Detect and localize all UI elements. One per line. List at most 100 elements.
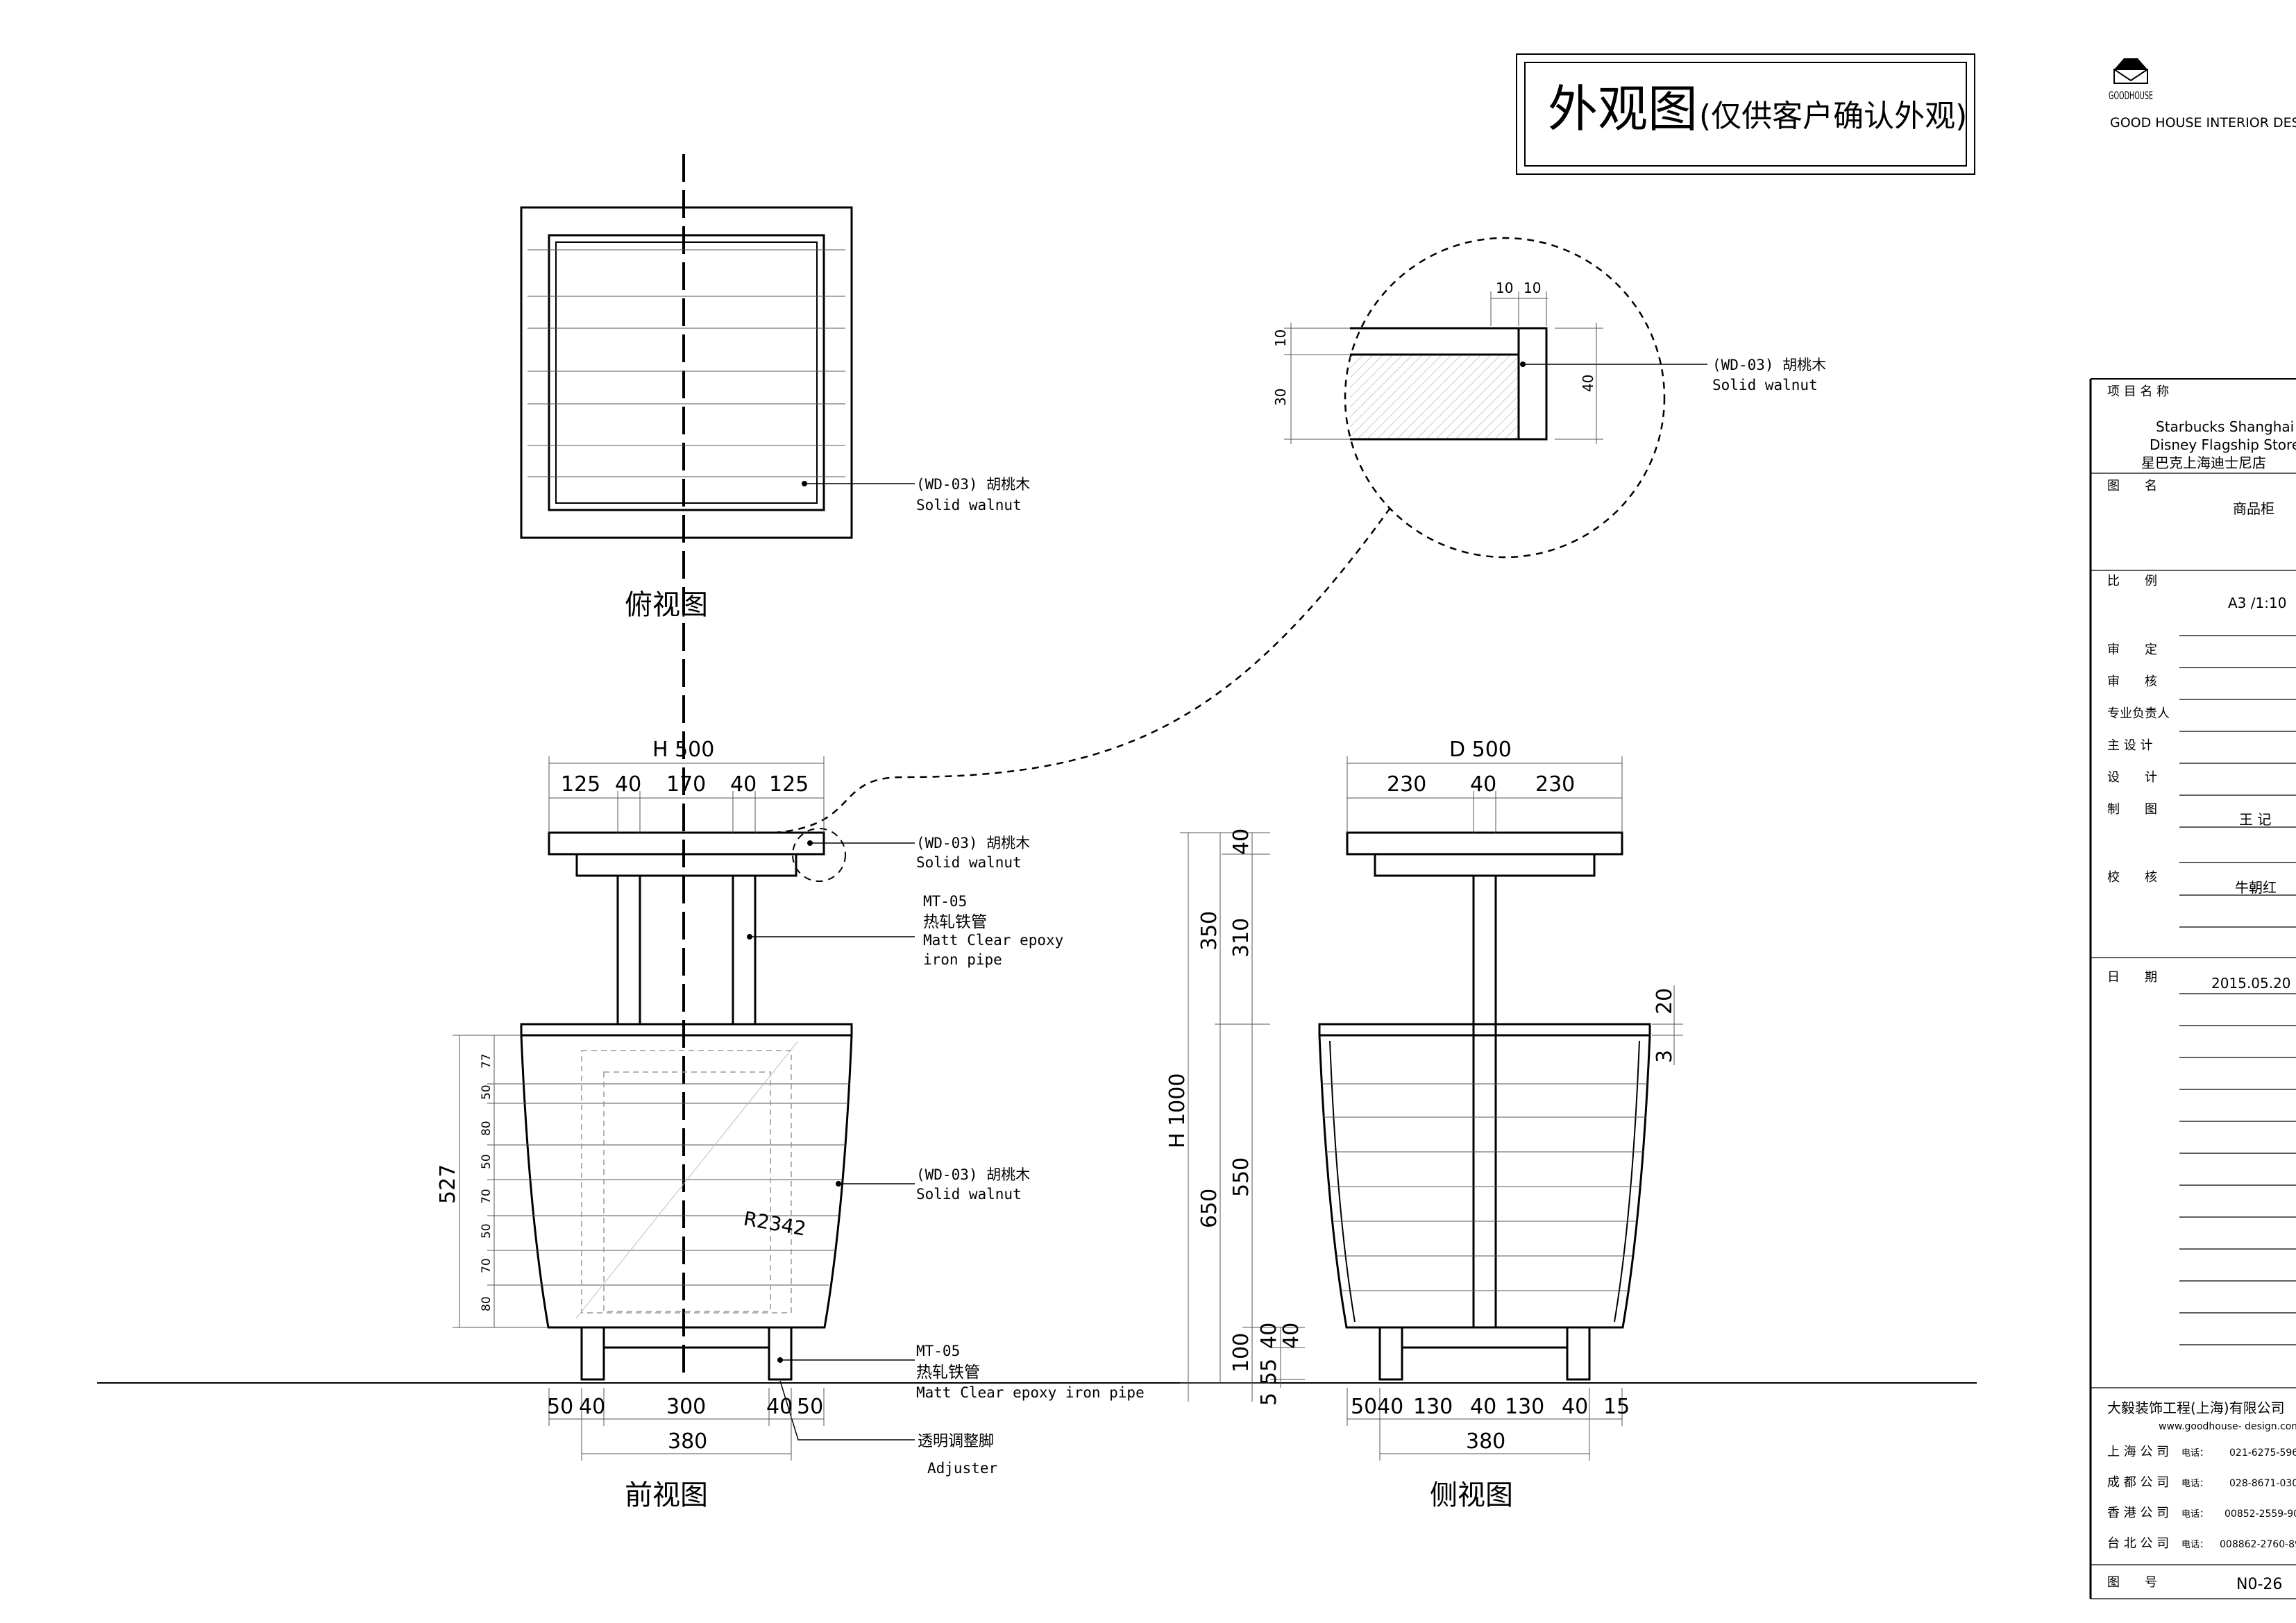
company-logo: GOODHOUSE GOOD HOUSE INTERIOR DESIGN xyxy=(2109,58,2296,130)
front-left-stack-8: 80 xyxy=(480,1296,493,1311)
tb-lead-label: 专业负责人 xyxy=(2107,706,2170,721)
front-body-walnut-code: (WD-03) 胡桃木 xyxy=(916,1166,1030,1183)
title-main: 外观图 xyxy=(1548,80,1698,138)
tb-review-label: 审 核 xyxy=(2107,674,2157,689)
tb-office-4-tel: 008862-2760-8946 xyxy=(2220,1539,2296,1550)
tb-office-4-name: 台 北 公 司 xyxy=(2107,1536,2169,1551)
tb-draft-label: 制 图 xyxy=(2107,802,2157,817)
side-top-dim-2: 40 xyxy=(1470,772,1496,797)
side-col2-dim-3: 550 xyxy=(1229,1157,1253,1197)
tb-project-en-1: Starbucks Shanghai xyxy=(2156,418,2294,435)
tb-drawing-name: 商品柜 xyxy=(2233,500,2274,517)
title-sub: (仅供客户确认外观) xyxy=(1699,99,1967,134)
front-left-stack-2: 50 xyxy=(480,1085,493,1100)
top-walnut-en: Solid walnut xyxy=(916,497,1022,513)
logo-caption: GOOD HOUSE INTERIOR DESIGN xyxy=(2110,115,2296,130)
front-body-walnut-en: Solid walnut xyxy=(916,1186,1022,1203)
detail-walnut-code: (WD-03) 胡桃木 xyxy=(1712,357,1826,373)
side-col3-dim-1: 40 xyxy=(1257,1323,1281,1349)
tb-draft-name: 王 记 xyxy=(2239,811,2271,828)
front-bottom-dim-5: 50 xyxy=(797,1395,823,1419)
tb-company: 大毅装饰工程(上海)有限公司 xyxy=(2107,1400,2285,1416)
front-pipe-cn: 热轧铁管 xyxy=(923,913,987,931)
side-base-dim: 380 xyxy=(1466,1429,1505,1454)
side-view: 侧视图 xyxy=(1180,756,1683,1511)
front-left-stack-1: 77 xyxy=(480,1053,493,1069)
tb-scale: A3 /1:10 xyxy=(2228,595,2286,611)
tb-project-en-2: Disney Flagship Store xyxy=(2150,436,2296,453)
front-base-pipe-cn: 热轧铁管 xyxy=(916,1363,980,1382)
front-view-title: 前视图 xyxy=(625,1479,708,1511)
tb-project-cn: 星巴克上海迪士尼店 xyxy=(2141,454,2266,471)
tb-office-3-name: 香 港 公 司 xyxy=(2107,1506,2169,1520)
detail-dim-top-b: 10 xyxy=(1523,280,1541,296)
side-col2-dim-1: 40 xyxy=(1229,829,1253,855)
side-col1-dim-2: 650 xyxy=(1197,1189,1222,1228)
front-bottom-dim-1: 50 xyxy=(547,1395,573,1419)
front-overall-width: H 500 xyxy=(652,738,714,762)
detail-dim-right: 40 xyxy=(1580,375,1596,392)
front-top-dim-5: 125 xyxy=(769,772,809,797)
front-pipe-en-2: iron pipe xyxy=(923,951,1002,968)
side-height-total: H 1000 xyxy=(1165,1073,1190,1148)
detail-walnut-en: Solid walnut xyxy=(1712,377,1818,393)
front-walnut-en: Solid walnut xyxy=(916,854,1022,871)
adjuster-en: Adjuster xyxy=(927,1460,997,1477)
tb-office-2-name: 成 都 公 司 xyxy=(2107,1475,2169,1490)
title-block xyxy=(2089,378,2296,1599)
tb-office-1-tel: 021-6275-5965 xyxy=(2229,1447,2296,1459)
front-radius: R2342 xyxy=(742,1207,808,1240)
front-bottom-dim-4: 40 xyxy=(766,1395,793,1419)
detail-dim-left-a: 10 xyxy=(1272,330,1289,347)
side-bottom-dim-6: 40 xyxy=(1562,1395,1588,1419)
side-col1-dim-1: 350 xyxy=(1197,911,1222,951)
side-col3-dim-3: 40 xyxy=(1279,1323,1303,1349)
front-bottom-dim-3: 300 xyxy=(666,1395,706,1419)
adjuster-cn: 透明调整脚 xyxy=(918,1433,994,1450)
side-view-title: 侧视图 xyxy=(1430,1479,1513,1511)
front-top-dim-1: 125 xyxy=(561,772,600,797)
front-top-dim-2: 40 xyxy=(615,772,641,797)
tb-check-name: 牛朝红 xyxy=(2235,879,2277,896)
title-box: 外观图 (仅供客户确认外观) xyxy=(1516,53,1975,175)
front-top-dim-3: 170 xyxy=(666,772,706,797)
top-view-title: 俯视图 xyxy=(625,589,708,621)
tb-scale-label: 比 例 xyxy=(2107,574,2157,588)
logo-mark-text: GOODHOUSE xyxy=(2109,89,2153,102)
side-bottom-dim-1: 50 xyxy=(1351,1395,1377,1419)
logo-roof-icon xyxy=(2114,58,2147,69)
front-pipe-en-1: Matt Clear epoxy xyxy=(923,932,1063,949)
tb-design-lead-label: 主 设 计 xyxy=(2107,738,2152,753)
front-view: 前视图 xyxy=(97,756,1977,1511)
tb-office-3-tel-label: 电话： xyxy=(2181,1509,2209,1520)
front-base-pipe-en: Matt Clear epoxy iron pipe xyxy=(916,1384,1145,1401)
detail-dim-top-a: 10 xyxy=(1496,280,1513,296)
front-left-stack-6: 50 xyxy=(480,1223,493,1239)
front-left-stack-5: 70 xyxy=(480,1189,493,1204)
side-right-dim-1: 20 xyxy=(1653,988,1677,1014)
side-top-dim-3: 230 xyxy=(1535,772,1575,797)
top-walnut-code: (WD-03) 胡桃木 xyxy=(916,476,1030,493)
tb-project-label: 项 目 名 称 xyxy=(2107,384,2169,399)
side-col2-dim-5: 5 xyxy=(1257,1393,1281,1406)
side-col3-dim-2: 55 xyxy=(1257,1359,1281,1385)
detail-callout xyxy=(773,237,1707,882)
tb-number-label: 图 号 xyxy=(2107,1575,2157,1590)
side-col2-dim-4: 100 xyxy=(1229,1333,1253,1373)
side-bottom-dim-3: 130 xyxy=(1413,1395,1453,1419)
front-pipe-code: MT-05 xyxy=(923,893,967,910)
tb-design-label: 设 计 xyxy=(2107,770,2157,785)
tb-number: N0-26 xyxy=(2236,1576,2282,1593)
side-bottom-dim-4: 40 xyxy=(1470,1395,1496,1419)
detail-dim-left-b: 30 xyxy=(1272,389,1289,406)
side-bottom-dim-5: 130 xyxy=(1505,1395,1544,1419)
front-base-pipe-code: MT-05 xyxy=(916,1343,960,1359)
tb-office-3-tel: 00852-2559-9009 xyxy=(2225,1509,2296,1520)
side-overall-depth: D 500 xyxy=(1449,738,1512,762)
tb-office-1-name: 上 海 公 司 xyxy=(2107,1445,2169,1459)
tb-check-label: 校 核 xyxy=(2107,870,2157,885)
tb-office-1-tel-label: 电话： xyxy=(2181,1448,2209,1459)
tb-date-label: 日 期 xyxy=(2107,970,2157,985)
front-bottom-dim-2: 40 xyxy=(579,1395,605,1419)
